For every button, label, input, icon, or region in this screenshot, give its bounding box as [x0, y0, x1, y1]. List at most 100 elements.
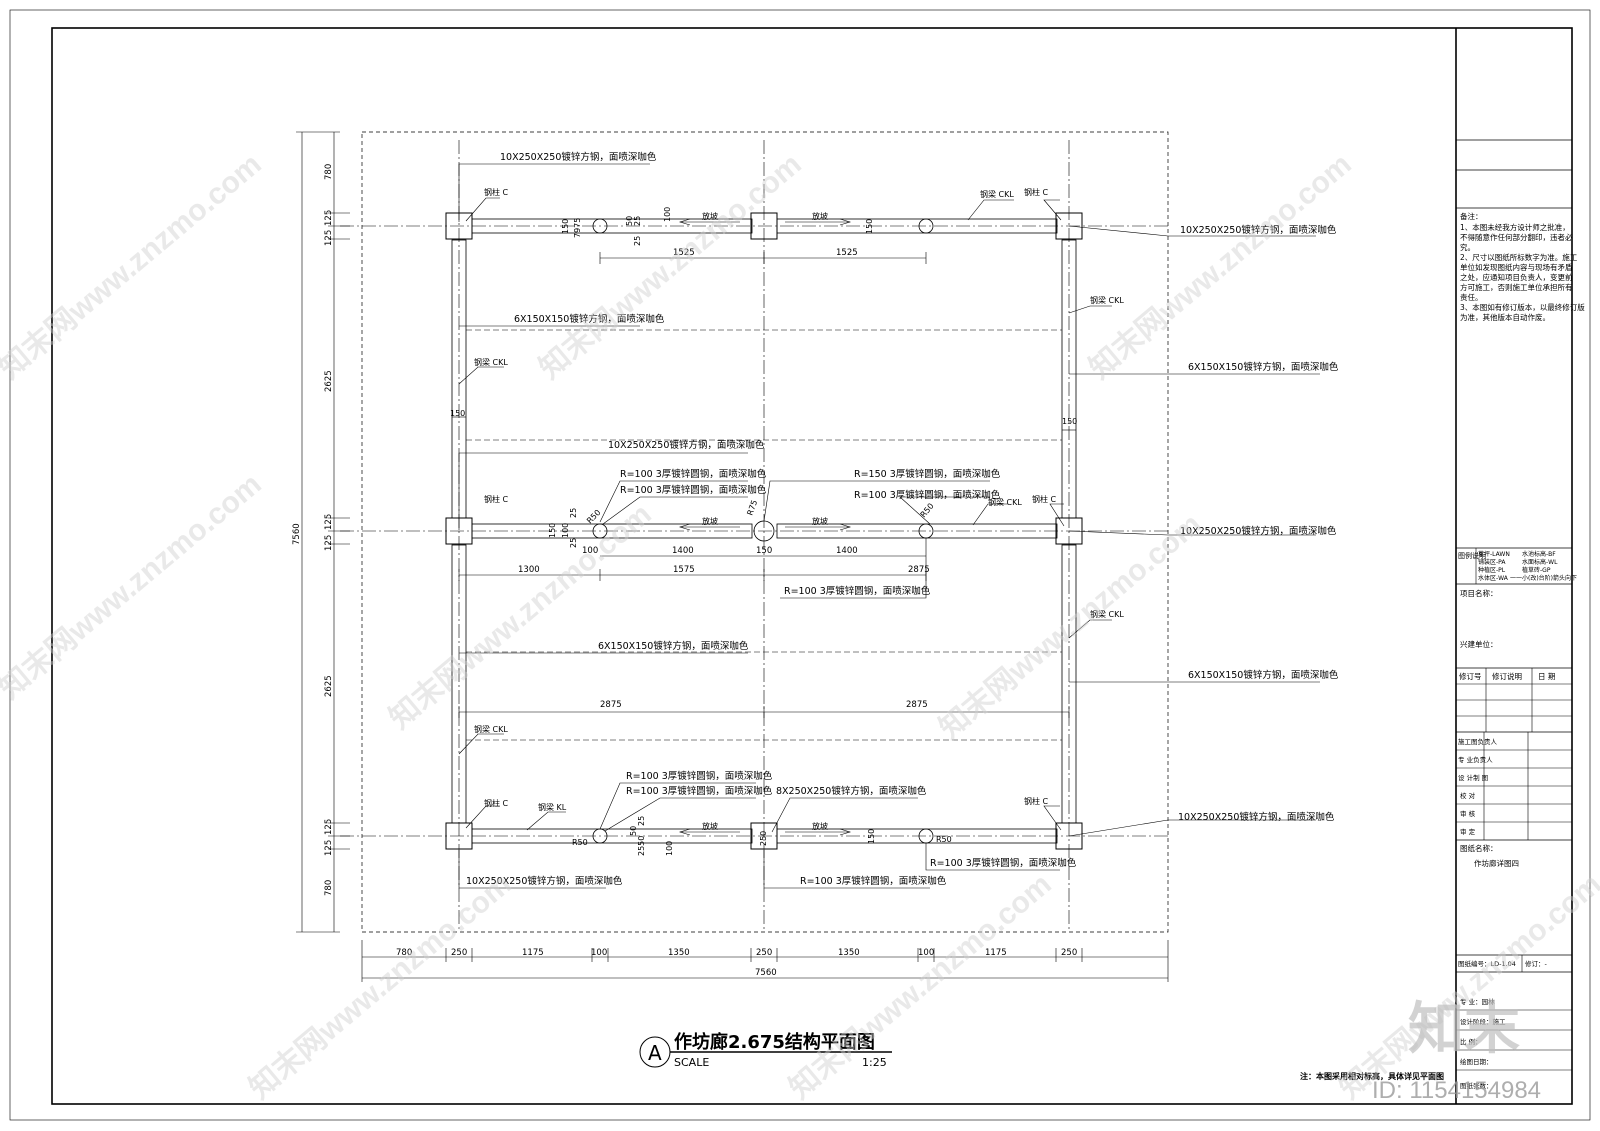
scale-label: SCALE: [674, 1056, 709, 1069]
dim-text: 1400: [836, 546, 858, 556]
note-line: 1、本图未经我方设计师之批准，: [1460, 222, 1570, 232]
major: 专 业：园林: [1460, 997, 1495, 1006]
brand-watermark: 知末: [1408, 997, 1520, 1060]
round-pipe: [592, 523, 608, 539]
round-pipe: [592, 218, 608, 234]
legend-item: 种植区-PL: [1478, 566, 1506, 574]
steel-column: [1055, 822, 1083, 850]
scale-value: 1:25: [862, 1056, 887, 1069]
dim-text: 100: [591, 948, 607, 958]
dim-text: 50: [625, 216, 634, 226]
watermark: 知末网www.znzmo.com: [533, 148, 807, 386]
beam-label: 钢梁 CKL: [980, 189, 1014, 199]
radius-label: R50: [919, 501, 936, 519]
column-label: 钢柱 C: [484, 798, 509, 808]
steel-column: [1055, 212, 1083, 240]
page-title: 作坊廊2.675结构平面图: [674, 1031, 875, 1053]
watermark: 知末网www.znzmo.com: [1333, 868, 1600, 1106]
notes-title: 备注：: [1460, 211, 1483, 221]
legend-item: 铺装区-PA: [1478, 558, 1506, 566]
dim-text: 1350: [838, 948, 860, 958]
note-line: 2、尺寸以图纸所标数字为准。施工: [1460, 252, 1578, 262]
section-label: 6X150X150镀锌方钢，面喷深咖色: [598, 640, 749, 652]
beam-label: 10X250X250镀锌方钢，面喷深咖色: [608, 439, 765, 451]
slope-label: 放坡: [812, 516, 828, 526]
dim-text: 250: [759, 831, 768, 846]
role: 审 定: [1460, 827, 1476, 836]
dim-text: 1175: [985, 948, 1007, 958]
dim-text: 25: [633, 216, 642, 226]
legend-label: 图例说明: [1458, 551, 1486, 560]
role: 施工图负责人: [1458, 737, 1498, 746]
note-line: 方可施工，否则施工单位承担所有: [1460, 282, 1573, 292]
role: 设 计制 图: [1458, 773, 1488, 782]
dim-text: 1350: [668, 948, 690, 958]
steel-column: [1055, 517, 1083, 545]
client: 兴建单位：: [1460, 639, 1498, 649]
outer-border: [9, 9, 1591, 1121]
beam-label: 钢梁 CKL: [474, 724, 508, 734]
section-label: 6X150X150镀锌方钢，面喷深咖色: [1188, 669, 1339, 681]
footnote: 注：本图采用相对标高，具体详见平面图: [1300, 1071, 1444, 1081]
beam-label: 钢梁 CKL: [474, 357, 508, 367]
dim-text: 2875: [906, 700, 928, 710]
steel-column: [750, 822, 778, 850]
legend-item: 植草砖-GP: [1522, 566, 1551, 574]
legend: 草坪-LAWN 水池标高-BF 铺装区-PA 水面标高-WL 种植区-PL 植草…: [1478, 550, 1577, 582]
signature-table: 施工图负责人 专 业负责人 设 计制 图 校 对 审 核 审 定: [1456, 732, 1572, 840]
dim-text: 25: [633, 236, 642, 246]
watermark: 知末网www.znzmo.com: [243, 868, 517, 1106]
dim-text: 1400: [672, 546, 694, 556]
radius-label: R50: [936, 835, 952, 844]
beam-label: 10X250X250镀锌方钢，面喷深咖色: [1178, 811, 1335, 823]
dim-total: 7560: [292, 523, 302, 545]
inner-border: [51, 27, 1573, 1105]
radius-label: R75: [745, 499, 759, 517]
dim-text: 780: [324, 880, 334, 896]
dim-text: 150: [450, 409, 465, 418]
pipe-label: R=100 3厚镀锌圆钢，面喷深咖色: [854, 489, 1001, 501]
drawing-name-label: 图纸名称：: [1460, 843, 1498, 853]
note-line: 3、本图如有修订版本，以最终修订版: [1460, 302, 1585, 312]
beam-label: 10X250X250镀锌方钢，面喷深咖色: [500, 151, 657, 163]
note-line: 究。: [1460, 242, 1475, 252]
sheet-count: 图纸张数：: [1460, 1081, 1493, 1090]
legend-item: 水面标高-WL: [1522, 558, 1558, 566]
dimension-lines: [296, 131, 1169, 982]
dim-text: 1575: [673, 565, 695, 575]
dim-text: 125: [324, 514, 334, 530]
dim-text: 150: [561, 219, 570, 234]
dim-text: 100: [665, 841, 674, 856]
beam-label: 10X250X250镀锌方钢，面喷深咖色: [1180, 525, 1337, 537]
slope-label: 放坡: [812, 821, 828, 831]
dim-text: 25: [569, 538, 578, 548]
dim-text: 7975: [573, 218, 582, 238]
watermark: 知末网www.znzmo.com: [783, 868, 1057, 1106]
pipe-label: R=100 3厚镀锌圆钢，面喷深咖色: [930, 857, 1077, 869]
dim-text: 2625: [324, 370, 334, 392]
legend-item: 水体区-WA: [1478, 574, 1509, 582]
dim-text: 780: [324, 164, 334, 180]
draw-date: 绘图日期：: [1460, 1057, 1493, 1066]
left-dimensions: 780 125 125 2625 125 125 2625 125 125 78…: [292, 164, 334, 896]
pipe-label: R=100 3厚镀锌圆钢，面喷深咖色: [620, 468, 767, 480]
legend-item: 一一小(改)台阶)箭头向下: [1510, 574, 1577, 582]
watermark: 知末网www.znzmo.com: [1083, 148, 1357, 386]
pipe-label: R=150 3厚镀锌圆钢，面喷深咖色: [854, 468, 1001, 480]
column-label: 钢柱 C: [1024, 796, 1049, 806]
beam-label: 钢梁 CKL: [1090, 295, 1124, 305]
column-label: 钢柱 C: [484, 494, 509, 504]
column-label: 钢柱 C: [1032, 494, 1057, 504]
pipe-label: R=100 3厚镀锌圆钢，面喷深咖色: [620, 484, 767, 496]
project-name: 项目名称：: [1460, 588, 1498, 598]
note-line: 责任。: [1460, 292, 1483, 302]
dim-text: 125: [324, 840, 334, 856]
dim-text: 2550: [637, 836, 646, 856]
round-pipe: [918, 218, 934, 234]
ratio: 比 例：: [1460, 1037, 1482, 1046]
dim-text: 2875: [600, 700, 622, 710]
dim-text: 150: [865, 219, 874, 234]
watermark: 知末网www.znzmo.com: [0, 468, 268, 706]
bottom-dimensions: 780 250 1175 100 1350 250 1350 100 1175 …: [396, 948, 1077, 978]
watermark: 知末网www.znzmo.com: [0, 148, 268, 386]
